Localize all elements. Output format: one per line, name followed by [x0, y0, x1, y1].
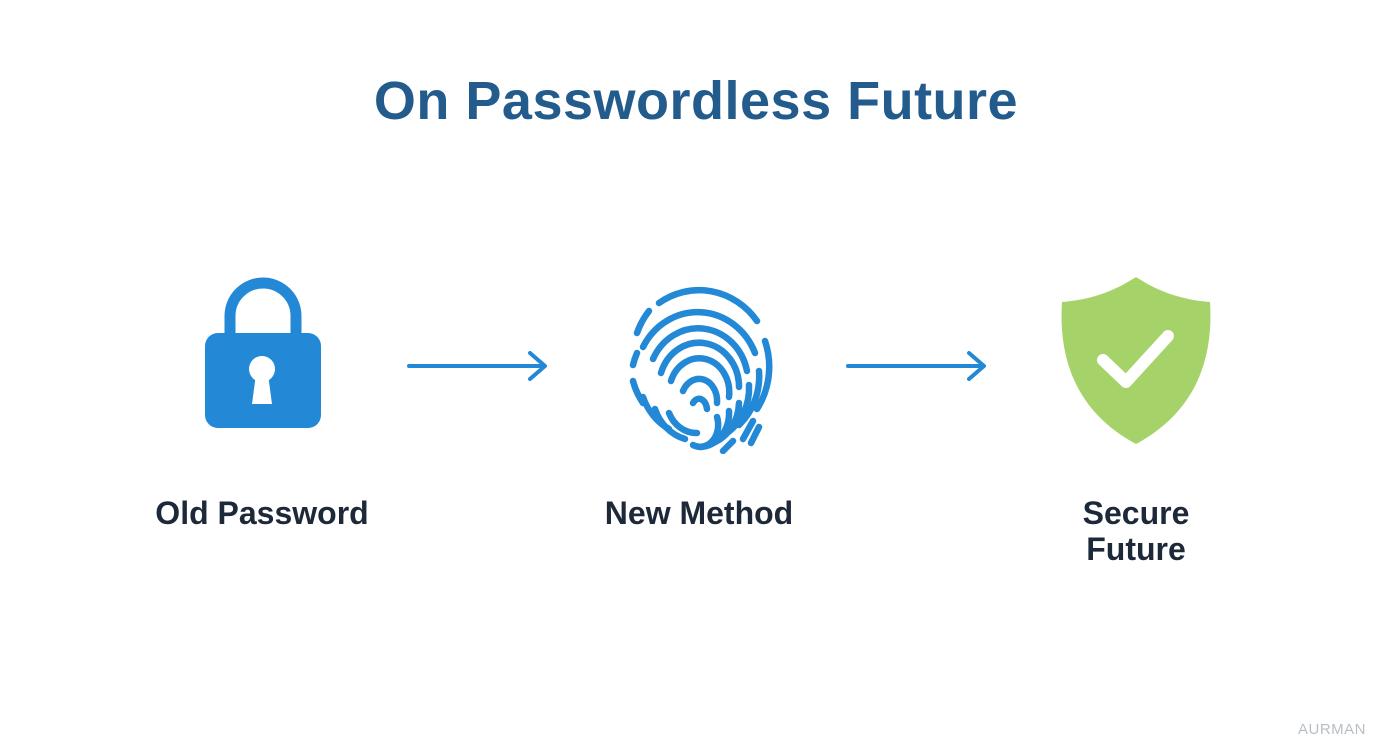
step-label-secure-future: Secure Future — [1082, 495, 1190, 567]
padlock-icon — [205, 277, 321, 428]
step-label-old-password: Old Password — [155, 495, 369, 531]
diagram-title: On Passwordless Future — [373, 71, 1019, 131]
fingerprint-icon — [629, 286, 773, 454]
arrow-right-icon — [846, 351, 986, 381]
arrow-right-icon — [407, 351, 547, 381]
shield-check-icon — [1061, 277, 1211, 444]
step-label-new-method: New Method — [604, 495, 794, 531]
watermark: AURMAN — [1297, 721, 1366, 738]
